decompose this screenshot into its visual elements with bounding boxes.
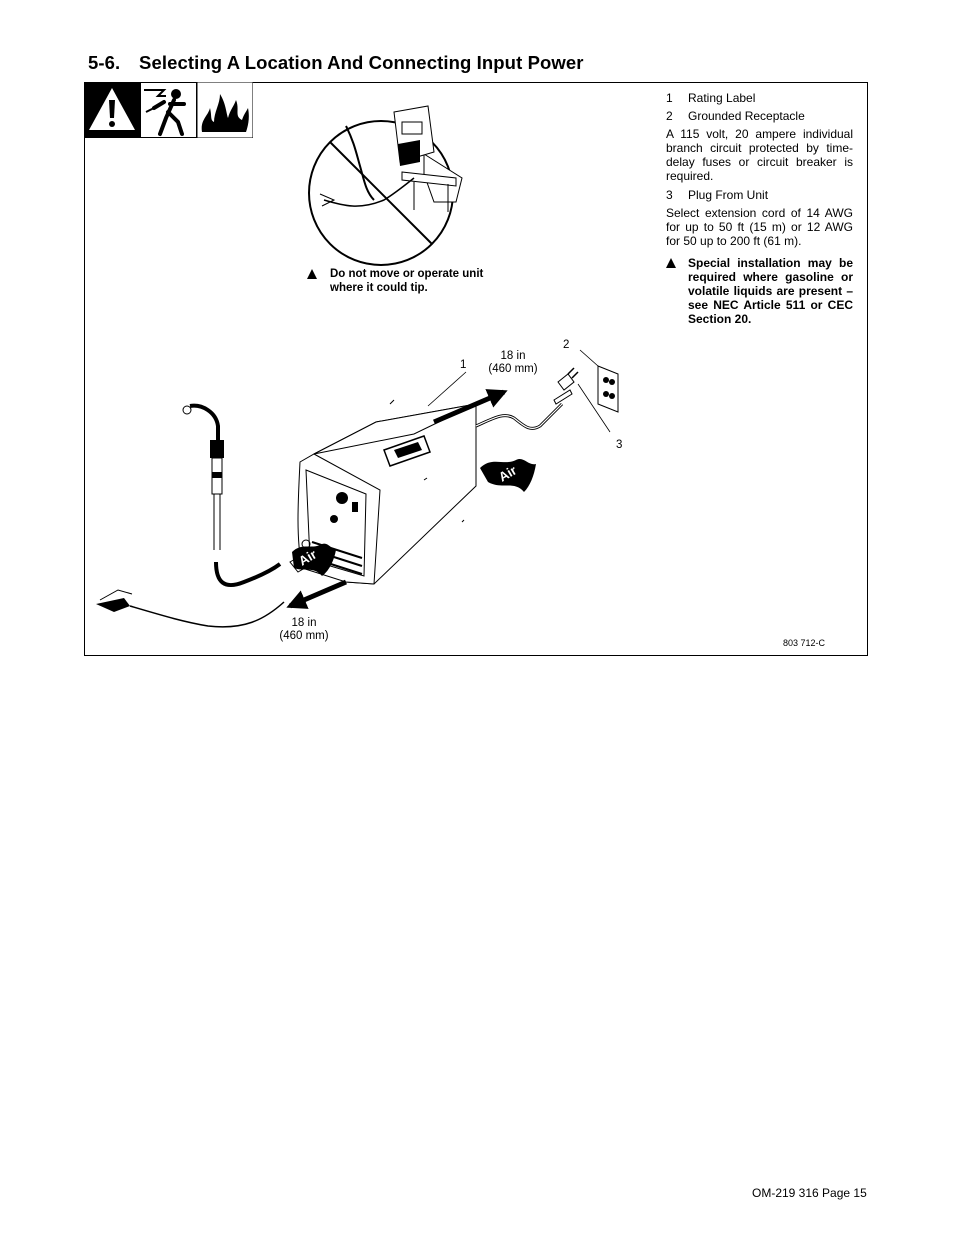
legend-item-2: 2 Grounded Receptacle (666, 109, 805, 123)
section-heading: Selecting A Location And Connecting Inpu… (139, 52, 584, 73)
legend-item-3: 3 Plug From Unit (666, 188, 769, 202)
branch-circuit-note: A 115 volt, 20 ampere individual branch … (666, 127, 853, 183)
hazard-symbols (84, 82, 253, 138)
warning-triangle-icon (84, 82, 140, 138)
figure-frame (84, 82, 868, 656)
special-installation-warning: Special installation may be required whe… (666, 256, 853, 326)
tip-hazard-illustration (308, 105, 463, 266)
callout-2-leader (579, 349, 599, 367)
welding-gun-illustration (182, 403, 282, 588)
section-number: 5-6. (88, 52, 121, 73)
figure-id: 803 712-C (783, 638, 826, 648)
clearance-front-metric: (460 mm) (279, 630, 329, 642)
section-title: 5-6. Selecting A Location And Connecting … (88, 52, 584, 74)
callout-1-leader (427, 371, 467, 407)
extension-cord-note: Select extension cord of 14 AWG for up t… (666, 206, 853, 248)
clearance-arrow-front (286, 579, 347, 609)
legend: 1 Rating Label 2 Grounded Receptacle A 1… (666, 91, 853, 326)
callout-3: 3 (616, 439, 623, 451)
callout-2: 2 (563, 339, 570, 351)
power-cord-illustration (475, 389, 573, 430)
caution-triangle-icon (307, 269, 317, 279)
callout-1: 1 (460, 359, 467, 371)
page-footer: OM-219 316 Page 15 (752, 1186, 867, 1200)
air-flow-rear-icon (480, 459, 536, 492)
clearance-rear-metric: (460 mm) (488, 363, 538, 375)
legend-item-1: 1 Rating Label (666, 91, 756, 105)
caution-text: Do not move or operate unit where it cou… (330, 268, 484, 294)
clearance-front-value: 18 in (291, 617, 317, 629)
callout-3-leader (577, 383, 611, 433)
receptacle-illustration (597, 365, 619, 413)
fire-icon (196, 82, 253, 138)
clearance-rear-value: 18 in (500, 350, 526, 362)
work-clamp-illustration (96, 589, 285, 628)
air-flow-front-icon (292, 543, 336, 576)
tip-caution: Do not move or operate unit where it cou… (307, 267, 507, 295)
warning-triangle-small-icon (666, 258, 676, 268)
clearance-arrow-rear (433, 389, 508, 425)
clearance-label-rear: 18 in (460 mm) (481, 350, 545, 376)
clearance-label-front: 18 in (460 mm) (272, 617, 336, 643)
electric-shock-icon (140, 82, 197, 138)
location-diagram: Air Air (96, 105, 619, 628)
plug-illustration (557, 367, 579, 391)
